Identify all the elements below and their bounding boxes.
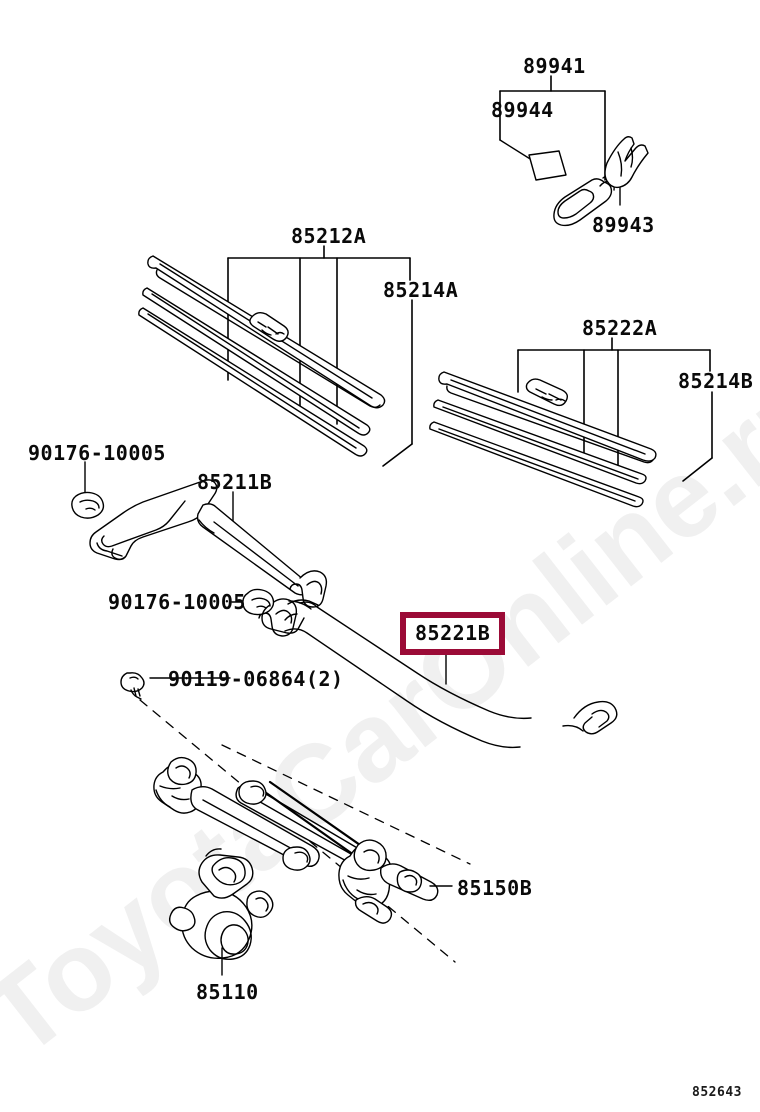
callout-85110[interactable]: 85110 — [196, 980, 259, 1004]
callout-90119-06864[interactable]: 90119-06864(2) — [168, 667, 344, 691]
callout-85150B[interactable]: 85150B — [457, 876, 533, 900]
callout-85212A[interactable]: 85212A — [291, 224, 367, 248]
callout-85222A[interactable]: 85222A — [582, 316, 658, 340]
callout-85211B[interactable]: 85211B — [197, 470, 273, 494]
callout-89941[interactable]: 89941 — [523, 54, 586, 78]
callout-85214A[interactable]: 85214A — [383, 278, 459, 302]
callout-89944[interactable]: 89944 — [491, 98, 554, 122]
diagram-id-number: 852643 — [692, 1085, 742, 1100]
callout-85214B[interactable]: 85214B — [678, 369, 754, 393]
callout-89943[interactable]: 89943 — [592, 213, 655, 237]
callout-90176-10005-upper[interactable]: 90176-10005 — [28, 441, 166, 465]
callout-90176-10005-lower[interactable]: 90176-10005 — [108, 590, 246, 614]
callout-85221B-highlighted[interactable]: 85221B — [400, 612, 506, 655]
